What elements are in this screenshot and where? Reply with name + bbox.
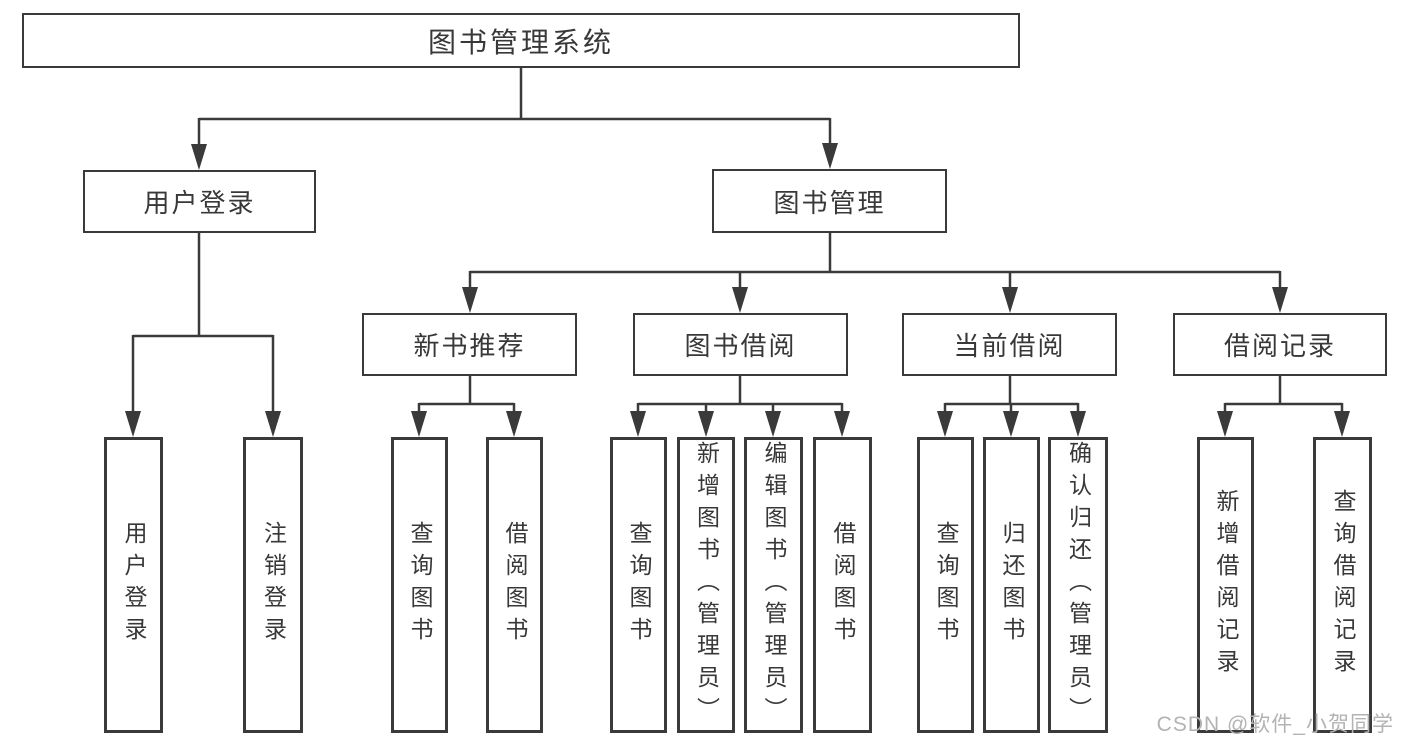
leaf-edit-book-admin: 编辑图书（管理员） — [744, 437, 803, 733]
node-label: 图书借阅 — [684, 331, 797, 361]
connector-user-login-branch — [133, 233, 273, 338]
csdn-watermark: CSDN @软件_小贺同学 — [1156, 713, 1394, 736]
leaf-label: 归还图书 — [999, 521, 1025, 649]
leaf-query-borrow-record: 查询借阅记录 — [1313, 437, 1372, 733]
leaf-borrow-books-recommend: 借阅图书 — [486, 437, 543, 733]
node-label: 图书管理 — [773, 187, 886, 218]
node-label: 图书管理系统 — [427, 26, 614, 58]
leaf-label: 借阅图书 — [830, 521, 856, 649]
node-label: 借阅记录 — [1223, 331, 1336, 361]
leaf-label: 新增借阅记录 — [1213, 489, 1239, 681]
leaf-label: 借阅图书 — [502, 521, 528, 649]
connector-new-book-branch — [419, 376, 514, 406]
node-user-login: 用户登录 — [83, 170, 316, 233]
leaf-label: 查询图书 — [407, 521, 433, 649]
node-label: 用户登录 — [143, 188, 256, 218]
leaf-label: 查询借阅记录 — [1330, 489, 1356, 681]
leaf-label: 查询图书 — [626, 521, 652, 649]
leaf-query-books-current: 查询图书 — [917, 437, 974, 733]
leaf-query-books-recommend: 查询图书 — [391, 437, 448, 733]
node-library-system-root: 图书管理系统 — [22, 13, 1020, 68]
leaf-logout: 注销登录 — [243, 437, 303, 733]
connector-book-management-branch — [470, 233, 1280, 274]
leaf-label: 用户登录 — [121, 521, 147, 649]
leaf-label: 查询图书 — [933, 521, 959, 649]
leaf-label: 确认归还（管理员） — [1065, 441, 1092, 729]
node-book-management: 图书管理 — [712, 169, 947, 233]
leaf-borrow-books: 借阅图书 — [813, 437, 872, 733]
leaf-user-login: 用户登录 — [104, 437, 163, 733]
node-label: 新书推荐 — [413, 331, 526, 361]
node-current-borrow: 当前借阅 — [902, 313, 1117, 376]
node-label: 当前借阅 — [953, 331, 1066, 361]
connector-current-borrow-branch — [945, 376, 1078, 406]
node-borrow-records: 借阅记录 — [1173, 313, 1387, 376]
leaf-add-book-admin: 新增图书（管理员） — [677, 437, 735, 733]
connector-root-branch — [199, 67, 830, 121]
leaf-return-book: 归还图书 — [983, 437, 1040, 733]
leaf-query-books-borrow: 查询图书 — [610, 437, 667, 733]
leaf-label: 注销登录 — [260, 521, 287, 649]
node-book-borrow: 图书借阅 — [633, 313, 848, 376]
leaf-label: 新增图书（管理员） — [693, 441, 720, 729]
leaf-add-borrow-record: 新增借阅记录 — [1197, 437, 1254, 733]
node-new-book-recommend: 新书推荐 — [362, 313, 577, 376]
leaf-confirm-return-admin: 确认归还（管理员） — [1048, 437, 1108, 733]
connector-book-borrow-branch — [638, 376, 842, 406]
leaf-label: 编辑图书（管理员） — [761, 441, 787, 729]
connector-borrow-records-branch — [1225, 376, 1342, 406]
